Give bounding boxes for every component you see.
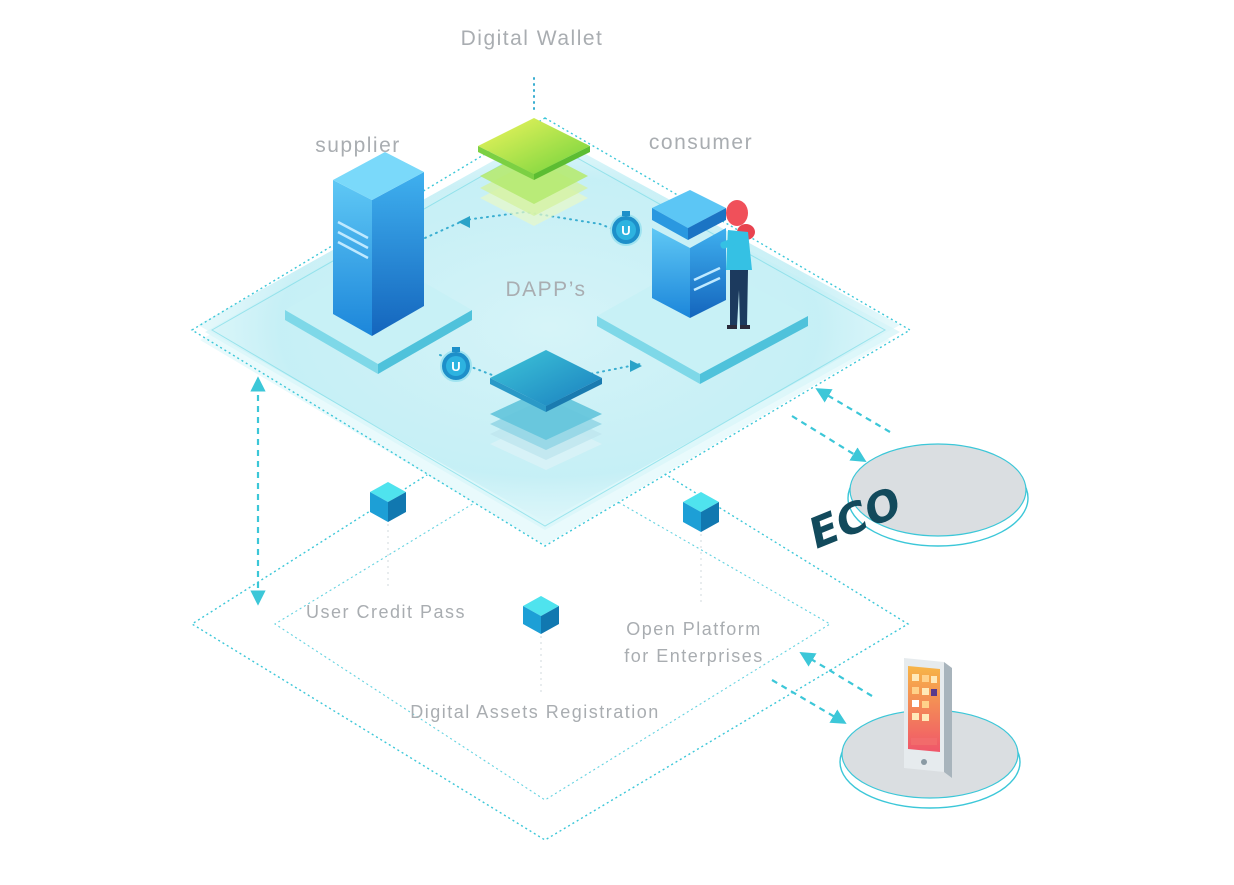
digital-assets-registration-label: Digital Assets Registration: [410, 702, 660, 722]
cube-right: [541, 606, 559, 634]
consumer-server-lid: [652, 190, 726, 228]
token-coin-top-tab: [622, 211, 630, 216]
consumer-pad-top: [597, 258, 808, 374]
person-torso: [726, 230, 752, 270]
cube-left: [523, 606, 541, 634]
digital-wallet-label: Digital Wallet: [460, 27, 604, 50]
dapps-label: DAPP’s: [505, 278, 587, 301]
phone-app-1: [912, 674, 919, 681]
phone-app-2: [922, 675, 929, 682]
phone-app-9: [912, 713, 919, 720]
cube-right: [701, 502, 719, 532]
server-icon: [333, 152, 424, 336]
wallet-layer-1-side-left: [478, 146, 534, 180]
layered-wallet-icon: [478, 118, 590, 226]
phone-app-5: [922, 688, 929, 695]
cube-left: [683, 502, 701, 532]
flow-path-bottom: [439, 354, 641, 379]
consumer-server-icon: [652, 190, 726, 318]
token-coin-icon-bottom: U: [440, 347, 472, 382]
consumer-server-front: [652, 228, 690, 318]
open-platform-label-line2: for Enterprises: [624, 646, 764, 666]
cube-right: [388, 492, 406, 522]
consumer-server-lid-front: [652, 208, 688, 240]
phone-arrow-out: [771, 679, 847, 724]
consumer-label: consumer: [648, 131, 754, 154]
phone-arrow-in: [799, 652, 873, 697]
lower-platform-inner-outline: [273, 459, 832, 801]
supplier-pad-right: [378, 310, 472, 374]
token-coin-bottom-tab: [452, 347, 460, 352]
flow-path-top: [424, 210, 621, 239]
cube-left: [370, 492, 388, 522]
open-platform-label: Open Platform for Enterprises: [624, 616, 764, 670]
token-coin-icon-top: U: [610, 211, 642, 246]
upper-platform-outline: [190, 117, 912, 547]
phone-app-6: [931, 689, 937, 696]
person-shoe-left: [727, 325, 737, 329]
consumer-server-lid-side: [688, 208, 726, 240]
supplier-server-vent-1: [337, 220, 369, 240]
upper-platform-inner-outline: [211, 139, 887, 527]
user-credit-pass-label: User Credit Pass: [305, 602, 467, 622]
cube-icon-open-platform: [683, 492, 719, 605]
phone-app-3: [931, 676, 937, 683]
supplier-node: [285, 152, 472, 374]
supplier-server-vent-3: [337, 240, 369, 260]
lower-platform: [190, 399, 910, 841]
cube-icon-user-credit: [370, 482, 406, 590]
token-coin-top-glyph: U: [621, 223, 630, 238]
smartphone-icon: [904, 658, 952, 778]
token-coin-top-face: [616, 220, 636, 240]
consumer-server-vent-1: [693, 266, 721, 282]
phone-body-side: [944, 662, 952, 778]
consumer-pad-left: [597, 316, 700, 384]
supplier-server-side: [372, 172, 424, 336]
data-stack-icon: [490, 350, 602, 470]
eco-node: ECO: [806, 443, 1029, 560]
open-platform-label-line1: Open Platform: [626, 619, 762, 639]
person-arm: [720, 238, 737, 249]
phone-dock: [911, 738, 937, 745]
cube-icon-digital-assets: [523, 596, 559, 696]
phone-app-4: [912, 687, 919, 694]
person-icon: [720, 200, 755, 329]
phone-node: [839, 658, 1021, 809]
person-legs: [730, 270, 748, 326]
flow-arrow-bottom: [630, 360, 642, 372]
eco-arrow-out: [791, 415, 867, 463]
consumer-pad-right: [700, 316, 808, 384]
consumer-server-vent-2: [693, 276, 721, 292]
phone-app-7: [912, 700, 919, 707]
supplier-label: supplier: [315, 134, 401, 157]
consumer-node: [597, 190, 808, 384]
supplier-server-front: [333, 180, 372, 336]
token-coin-bottom-face: [446, 356, 466, 376]
phone-home-button: [921, 759, 927, 765]
phone-app-8: [922, 701, 929, 708]
stack-layer-1-side-left: [490, 378, 546, 412]
phone-app-10: [922, 714, 929, 721]
supplier-server-top: [333, 152, 424, 200]
token-coin-bottom-glyph: U: [451, 359, 460, 374]
eco-disc-top: [849, 443, 1027, 537]
stack-layer-2: [490, 388, 602, 440]
wallet-layer-1-side-right: [534, 146, 590, 180]
stack-layer-1-side-right: [546, 378, 602, 412]
supplier-pad-left: [285, 310, 378, 374]
eco-arrow-in: [815, 388, 891, 433]
supplier-server-vent-2: [337, 230, 369, 250]
person-shoe-right: [740, 325, 750, 329]
flow-arrow-top: [458, 216, 470, 228]
person-hair: [726, 200, 748, 226]
